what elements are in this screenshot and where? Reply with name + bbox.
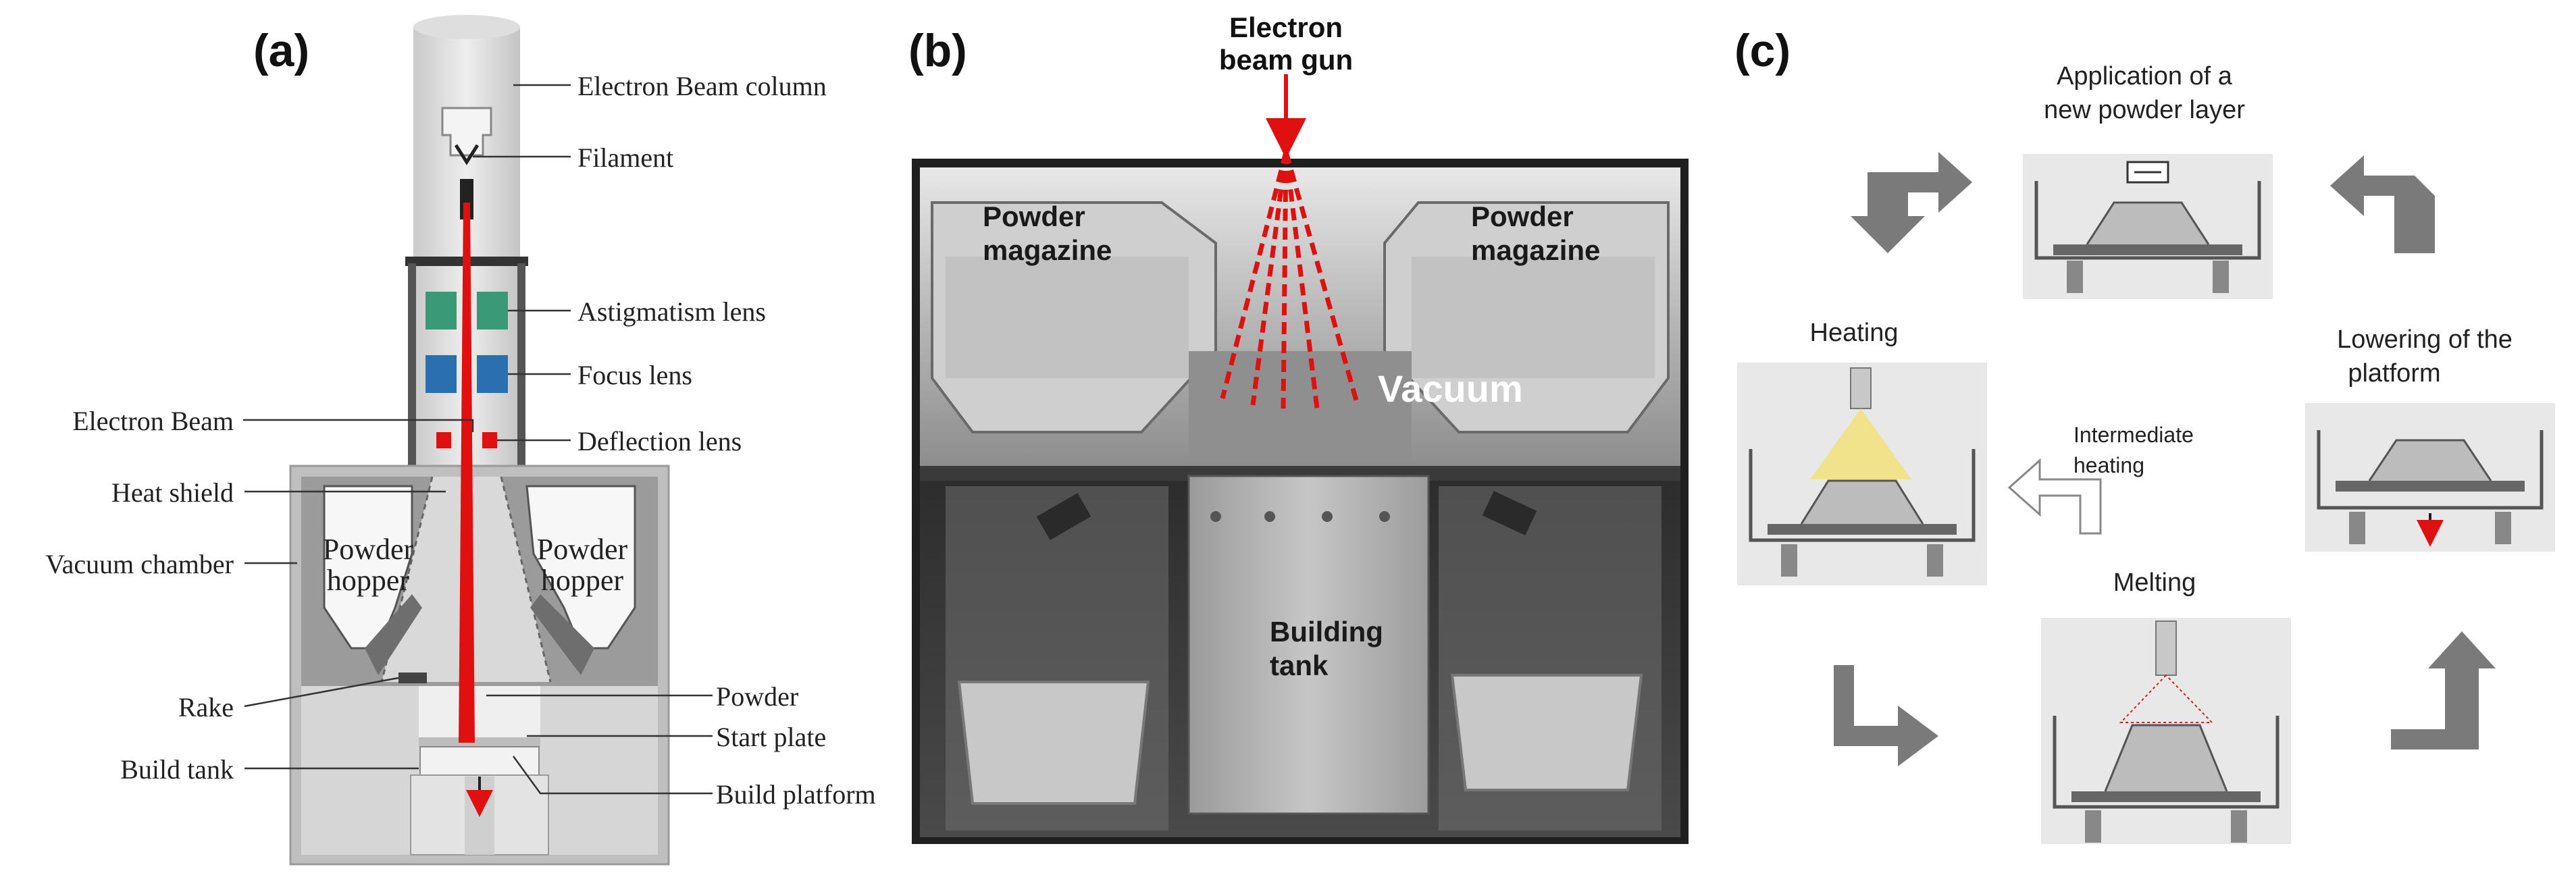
focus-lens-left bbox=[426, 355, 457, 393]
tray-right bbox=[1450, 674, 1643, 791]
rake bbox=[398, 673, 427, 683]
label-step-top-2: new powder layer bbox=[2044, 96, 2245, 124]
label-start-plate: Start plate bbox=[716, 722, 826, 752]
start-plate bbox=[419, 737, 540, 747]
label-vacuum: Vacuum bbox=[1378, 367, 1523, 410]
panel-c-cycle: Application of a new powder layer Heatin… bbox=[1737, 62, 2555, 844]
label-rake: Rake bbox=[178, 692, 234, 722]
label-building-tank-1: Building bbox=[1270, 616, 1383, 648]
hopper-right-line2: hopper bbox=[541, 564, 624, 597]
label-build-platform: Build platform bbox=[716, 779, 876, 810]
building-tank bbox=[1187, 475, 1430, 815]
astigmatism-lens-right bbox=[477, 292, 508, 330]
label-focus-lens: Focus lens bbox=[577, 360, 692, 390]
label-intermediate-2: heating bbox=[2073, 453, 2144, 477]
label-step-top-1: Application of a bbox=[2057, 62, 2233, 90]
label-magazine-left-1: Powder bbox=[983, 201, 1085, 232]
label-build-tank: Build tank bbox=[120, 754, 234, 785]
label-magazine-left-2: magazine bbox=[983, 234, 1112, 266]
label-magazine-right-2: magazine bbox=[1471, 234, 1600, 266]
label-filament: Filament bbox=[577, 142, 673, 173]
label-vacuum-chamber: Vacuum chamber bbox=[45, 549, 234, 579]
hopper-left-line2: hopper bbox=[327, 564, 410, 597]
intermediate-heating-arrow bbox=[2007, 458, 2102, 535]
label-heat-shield: Heat shield bbox=[111, 477, 234, 508]
label-astigmatism-lens: Astigmatism lens bbox=[577, 296, 766, 327]
deflection-lens-left bbox=[436, 432, 451, 448]
panel-a-label: (a) bbox=[253, 25, 310, 76]
cycle-arrow-top-right bbox=[2330, 155, 2435, 253]
label-step-right-2: platform bbox=[2348, 359, 2440, 388]
label-step-right-1: Lowering of the bbox=[2337, 325, 2513, 354]
label-deflection-lens: Deflection lens bbox=[577, 426, 742, 456]
vacuum-chamber-window bbox=[1189, 351, 1412, 459]
panel-b-photo: Electron beam gun Powder magazine Powder… bbox=[912, 11, 1689, 844]
hopper-right-line1: Powder bbox=[537, 533, 628, 566]
cycle-arrow-bottom-left bbox=[1834, 665, 1938, 766]
label-electron-beam-gun-1: Electron bbox=[1229, 11, 1343, 43]
deflection-lens-right bbox=[482, 432, 497, 448]
hopper-left-line1: Powder bbox=[323, 533, 414, 566]
tray-left bbox=[957, 681, 1150, 805]
build-platform bbox=[419, 746, 540, 776]
cycle-arrow-top-left bbox=[1851, 152, 1972, 253]
step-lowering bbox=[2305, 403, 2555, 552]
panel-b-label: (b) bbox=[908, 25, 967, 76]
cycle-arrow-bottom-right bbox=[2391, 631, 2496, 749]
label-electron-beam: Electron Beam bbox=[72, 406, 234, 436]
filament bbox=[441, 107, 492, 157]
astigmatism-lens-left bbox=[426, 292, 457, 330]
label-intermediate-1: Intermediate bbox=[2073, 423, 2194, 447]
panel-c-label: (c) bbox=[1734, 25, 1791, 76]
step-powder-layer bbox=[2023, 154, 2273, 299]
label-magazine-right-1: Powder bbox=[1471, 201, 1574, 232]
panel-a-diagram: Powder hopper Powder hopper Electron Bea… bbox=[45, 15, 876, 866]
electron-beam-rays bbox=[1220, 151, 1360, 409]
label-step-heating: Heating bbox=[1810, 319, 1899, 347]
focus-lens-right bbox=[477, 355, 508, 393]
label-building-tank-2: tank bbox=[1270, 650, 1329, 681]
step-melting bbox=[2041, 618, 2291, 844]
electron-beam bbox=[459, 203, 475, 743]
label-electron-beam-column: Electron Beam column bbox=[577, 71, 827, 101]
label-powder: Powder bbox=[716, 681, 798, 712]
step-heating bbox=[1737, 363, 1987, 585]
label-electron-beam-gun-2: beam gun bbox=[1219, 44, 1353, 76]
label-step-melting: Melting bbox=[2113, 569, 2196, 597]
